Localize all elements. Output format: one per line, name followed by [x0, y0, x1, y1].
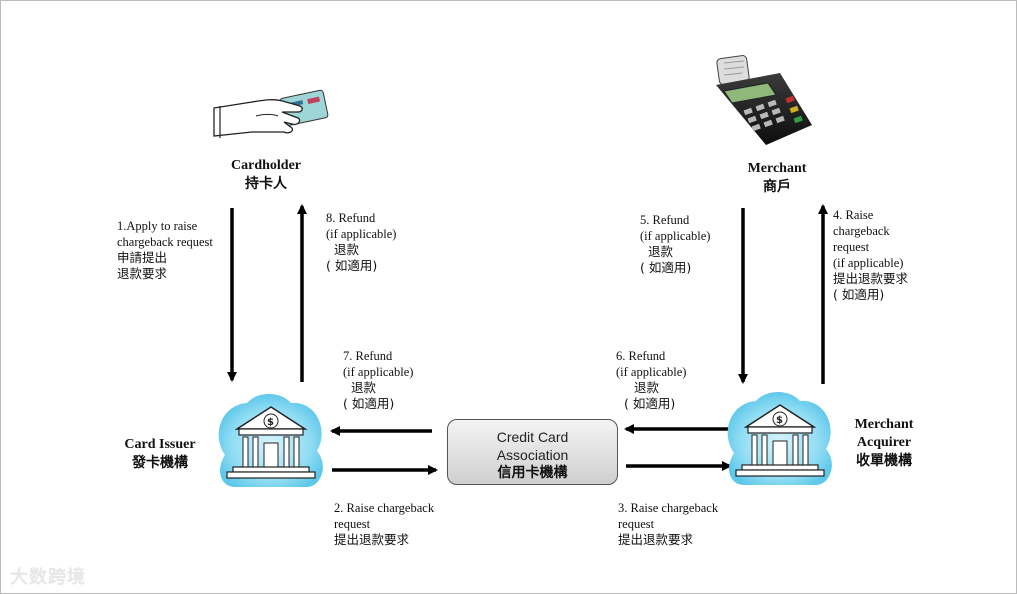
step-6-line1: 6. Refund	[616, 349, 666, 363]
hand-card-icon	[213, 89, 329, 138]
merchant-title-zh: 商戶	[763, 179, 791, 195]
step-4-line3: request	[833, 240, 870, 254]
step-4-label: 4. Raise chargeback request (if applicab…	[833, 207, 908, 303]
step-2-line2: request	[334, 517, 371, 531]
step-3-zh1: 提出退款要求	[618, 532, 694, 547]
merchant-title-en: Merchant	[747, 161, 807, 176]
merchant-title: Merchant 商戶	[732, 160, 822, 196]
step-7-line1: 7. Refund	[343, 349, 393, 363]
step-1-label: 1.Apply to raise chargeback request 申請提出…	[117, 218, 213, 282]
step-8-zh2: ( 如適用)	[326, 258, 378, 273]
step-5-line2: (if applicable)	[640, 229, 711, 243]
association-title-en1: Credit Card	[496, 429, 569, 445]
card-issuer-title: Card Issuer 發卡機構	[110, 436, 210, 472]
step-5-zh1: 退款	[648, 244, 674, 259]
step-2-line1: 2. Raise chargeback	[334, 501, 435, 515]
svg-text:$: $	[776, 415, 783, 426]
step-1-zh2: 退款要求	[117, 266, 168, 281]
bank-icon: $	[727, 392, 832, 485]
step-1-zh1: 申請提出	[117, 250, 168, 265]
step-3-label: 3. Raise chargeback request 提出退款要求	[618, 500, 718, 548]
step-2-label: 2. Raise chargeback request 提出退款要求	[334, 500, 434, 548]
cardholder-title-en: Cardholder	[231, 158, 301, 173]
pos-terminal-icon	[716, 55, 812, 145]
merchant-acquirer-title-en1: Merchant	[854, 417, 914, 432]
watermark: 大数跨境	[10, 567, 86, 588]
step-1-line2: chargeback request	[117, 235, 213, 249]
merchant-acquirer-title-zh: 收單機構	[856, 453, 912, 469]
step-1-line1: 1.Apply to raise	[117, 219, 198, 233]
merchant-acquirer-title-en2: Acquirer	[856, 435, 912, 450]
svg-text:$: $	[267, 417, 274, 428]
card-issuer-title-zh: 發卡機構	[132, 455, 188, 471]
bank-icon: $	[218, 394, 323, 487]
step-4-line1: 4. Raise	[833, 208, 874, 222]
step-6-zh1: 退款	[634, 380, 660, 395]
step-5-label: 5. Refund (if applicable) 退款 ( 如適用)	[640, 212, 710, 276]
association-title-en2: Association	[496, 447, 569, 463]
step-6-label: 6. Refund (if applicable) 退款 ( 如適用)	[616, 348, 686, 412]
credit-card-association-box: Credit Card Association 信用卡機構	[447, 419, 618, 485]
step-7-line2: (if applicable)	[343, 365, 414, 379]
merchant-acquirer-title: Merchant Acquirer 收單機構	[836, 416, 932, 470]
step-5-line1: 5. Refund	[640, 213, 690, 227]
card-issuer-title-en: Card Issuer	[124, 437, 196, 452]
step-7-zh1: 退款	[351, 380, 377, 395]
step-6-line2: (if applicable)	[616, 365, 687, 379]
step-8-line2: (if applicable)	[326, 227, 397, 241]
association-title-zh: 信用卡機構	[497, 465, 568, 481]
step-4-line2: chargeback	[833, 224, 890, 238]
step-8-line1: 8. Refund	[326, 211, 376, 225]
step-4-line4: (if applicable)	[833, 256, 904, 270]
step-4-zh2: ( 如適用)	[833, 287, 885, 302]
step-7-zh2: ( 如適用)	[343, 396, 395, 411]
step-8-zh1: 退款	[334, 242, 360, 257]
step-3-line1: 3. Raise chargeback	[618, 501, 719, 515]
step-7-label: 7. Refund (if applicable) 退款 ( 如適用)	[343, 348, 413, 412]
step-2-zh1: 提出退款要求	[334, 532, 410, 547]
step-5-zh2: ( 如適用)	[640, 260, 692, 275]
cardholder-title: Cardholder 持卡人	[214, 157, 318, 193]
step-6-zh2: ( 如適用)	[624, 396, 676, 411]
step-4-zh1: 提出退款要求	[833, 271, 909, 286]
step-3-line2: request	[618, 517, 655, 531]
step-8-label: 8. Refund (if applicable) 退款 ( 如適用)	[326, 210, 396, 274]
cardholder-title-zh: 持卡人	[245, 176, 287, 192]
